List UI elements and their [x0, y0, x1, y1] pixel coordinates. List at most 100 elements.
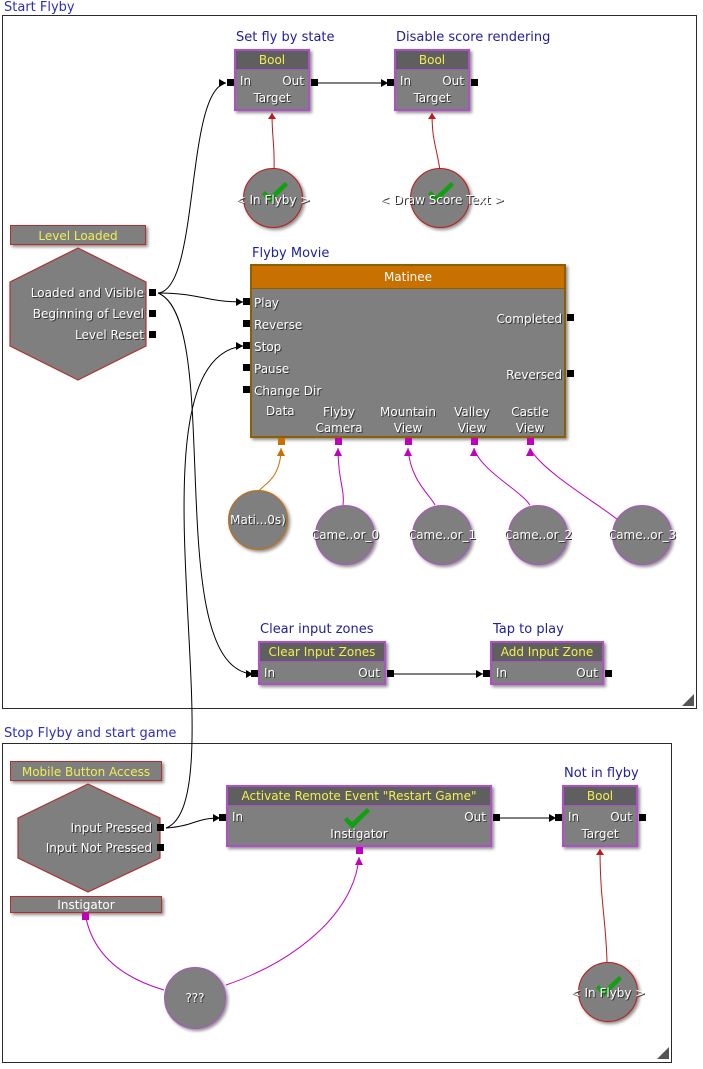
target-label: Target [581, 827, 619, 841]
out-label: Out [358, 666, 380, 680]
out-label: Out [464, 810, 486, 824]
output-pin[interactable] [387, 670, 394, 677]
input-pin[interactable] [243, 298, 250, 305]
comment-tap-to-play: Tap to play [493, 622, 564, 637]
var-label-data: Data [266, 404, 295, 418]
variable-unknown[interactable] [164, 967, 226, 1029]
var-pin-camera[interactable] [335, 438, 342, 445]
event-title-mobile-button[interactable]: Mobile Button Access [10, 761, 162, 781]
output-label-pressed: Input Pressed [70, 821, 152, 835]
arrowheads [213, 79, 556, 822]
var-pin-instigator[interactable] [356, 847, 363, 854]
output-label-beginning: Beginning of Level [32, 307, 144, 321]
output-pin[interactable] [567, 314, 574, 321]
comment-flyby-movie: Flyby Movie [252, 246, 330, 261]
input-label-stop: Stop [254, 340, 282, 354]
node-title: Bool [396, 51, 468, 70]
variable-camera-3[interactable] [612, 505, 672, 565]
input-label-change-dir: Change Dir [254, 384, 322, 398]
input-pin[interactable] [219, 814, 226, 821]
input-pin[interactable] [251, 670, 258, 677]
in-label: In [240, 74, 252, 88]
input-label-pause: Pause [254, 362, 290, 376]
instigator-label: Instigator [330, 827, 388, 841]
in-label: In [232, 810, 244, 824]
output-pin[interactable] [149, 289, 156, 296]
in-label: In [400, 74, 412, 88]
output-pin[interactable] [157, 844, 164, 851]
variable-camera-1[interactable] [412, 505, 472, 565]
input-pin[interactable] [243, 342, 250, 349]
node-title: Add Input Zone [492, 643, 602, 662]
variable-label: Came..or_0 [310, 528, 380, 542]
link-loaded-to-play [157, 292, 244, 303]
node-title: Clear Input Zones [260, 643, 384, 662]
group-title-stop-flyby: Stop Flyby and start game [4, 726, 177, 741]
var-pin-valley[interactable] [471, 438, 478, 445]
output-label-loaded: Loaded and Visible [30, 286, 144, 300]
event-title-level-loaded[interactable]: Level Loaded [10, 225, 146, 245]
event-instigator-bar[interactable]: Instigator [10, 896, 162, 913]
output-pin[interactable] [567, 370, 574, 377]
input-pin[interactable] [227, 79, 234, 86]
input-label-reverse: Reverse [254, 318, 303, 332]
resize-corner-icon[interactable] [657, 1047, 669, 1059]
var-pin-mountain[interactable] [405, 438, 412, 445]
output-pin[interactable] [605, 670, 612, 677]
link-bool1-target [271, 112, 275, 171]
link-bool3-target [599, 848, 608, 963]
output-pin[interactable] [471, 79, 478, 86]
input-pin[interactable] [243, 386, 250, 393]
link-instigator-var [85, 917, 165, 991]
link-bool2-target [431, 112, 441, 171]
output-pin[interactable] [311, 79, 318, 86]
in-label: In [568, 810, 580, 824]
output-label-completed: Completed [496, 312, 562, 326]
var-pin-castle[interactable] [527, 438, 534, 445]
node-title: Matinee [252, 266, 564, 289]
variable-camera-2[interactable] [508, 505, 568, 565]
output-pin[interactable] [493, 814, 500, 821]
input-pin[interactable] [243, 320, 250, 327]
var-pin-data[interactable] [278, 438, 285, 445]
bool-node-disable-score[interactable]: Bool In Out Target [394, 49, 470, 111]
out-label: Out [576, 666, 598, 680]
variable-matinee-data[interactable] [228, 490, 288, 550]
resize-corner-icon[interactable] [682, 694, 694, 706]
bool-node-set-fly[interactable]: Bool In Out Target [234, 49, 310, 111]
out-label: Out [610, 810, 632, 824]
output-pin[interactable] [149, 310, 156, 317]
output-pin[interactable] [639, 814, 646, 821]
target-label: Target [253, 91, 291, 105]
clear-input-zones-node[interactable]: Clear Input Zones In Out [258, 641, 386, 685]
input-pin[interactable] [555, 814, 562, 821]
var-label-valley-view: Valley View [454, 405, 490, 435]
in-label: In [496, 666, 508, 680]
in-label: In [264, 666, 276, 680]
variable-camera-0[interactable] [315, 505, 375, 565]
input-pin[interactable] [243, 364, 250, 371]
variable-label: < Draw Score Text > [379, 193, 505, 207]
output-pin[interactable] [157, 824, 164, 831]
link-remote-instigator-var [225, 856, 360, 986]
variable-label: ??? [185, 991, 205, 1005]
out-label: Out [442, 74, 464, 88]
var-pin-instigator[interactable] [82, 913, 89, 920]
input-pin[interactable] [387, 79, 394, 86]
link-pressed-to-stop [165, 345, 244, 829]
activate-remote-event-node[interactable]: Activate Remote Event "Restart Game" In … [226, 785, 492, 847]
link-loaded-to-bool1 [157, 82, 227, 294]
node-title: Bool [564, 787, 636, 806]
bool-node-not-in-flyby[interactable]: Bool In Out Target [562, 785, 638, 847]
variable-label: Came..or_1 [407, 528, 477, 542]
add-input-zone-node[interactable]: Add Input Zone In Out [490, 641, 604, 685]
input-pin[interactable] [483, 670, 490, 677]
matinee-node[interactable]: Matinee Play Reverse Stop Pause Change D… [250, 264, 566, 438]
output-pin[interactable] [149, 331, 156, 338]
